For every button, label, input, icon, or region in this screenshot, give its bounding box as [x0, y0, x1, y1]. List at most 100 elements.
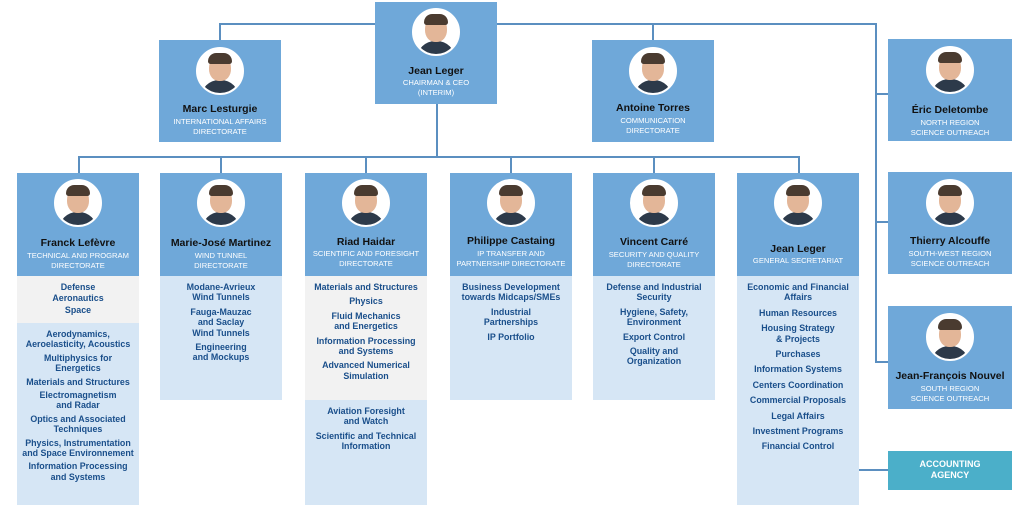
person-name: Marc Lesturgie — [182, 103, 258, 115]
connector — [365, 156, 367, 174]
department-item: Business Development towards Midcaps/SME… — [461, 282, 561, 303]
person-role: GENERAL SECRETARIAT — [752, 256, 844, 265]
department-item: Space — [64, 304, 92, 315]
person-name: Franck Lefèvre — [40, 237, 116, 249]
department-item: Materials and Structures — [314, 282, 418, 292]
department-item: Information Processing and Systems — [28, 461, 128, 482]
person-photo-icon — [774, 179, 822, 227]
department-item: Information Systems — [754, 364, 842, 375]
person-name: Éric Deletombe — [911, 104, 989, 116]
department-item: Financial Control — [761, 441, 835, 452]
person-name: Antoine Torres — [616, 102, 690, 114]
department-item: Defense and Industrial Security — [606, 282, 702, 303]
department-item: Legal Affairs — [771, 410, 825, 421]
department-item: Hygiene, Safety, Environment — [620, 306, 688, 328]
person-role: CHAIRMAN & CEO(INTERIM) — [402, 78, 470, 97]
department-item: Economic and Financial Affairs — [747, 282, 849, 303]
connector — [219, 23, 221, 41]
department-item: Defense — [60, 282, 96, 292]
person-photo-icon — [412, 8, 460, 56]
person-photo-icon — [487, 179, 535, 227]
department-item: Quality and Organization — [626, 346, 682, 367]
person-photo-icon — [196, 47, 244, 95]
department-item: Scientific and Technical Information — [315, 430, 417, 452]
person-photo-icon — [926, 313, 974, 361]
department-group: Business Development towards Midcaps/SME… — [450, 276, 572, 400]
connector — [510, 156, 512, 174]
department-item: Aeronautics — [52, 293, 104, 304]
connector — [875, 361, 888, 363]
person-name: Jean-François Nouvel — [895, 370, 1005, 382]
connector — [436, 104, 438, 157]
department-item: Fluid Mechanics and Energetics — [331, 310, 401, 332]
department-item: Advanced Numerical Simulation — [322, 360, 410, 381]
department-item: Fauga-Mauzac and Saclay Wind Tunnels — [190, 306, 252, 338]
connector — [875, 221, 888, 223]
department-item: Physics — [349, 296, 383, 307]
connector — [78, 156, 800, 158]
department-item: Housing Strategy & Projects — [761, 323, 835, 344]
department-item: Materials and Structures — [26, 376, 130, 387]
person-photo-icon — [197, 179, 245, 227]
department-item: Multiphysics for Energetics — [43, 352, 113, 374]
person-photo-icon — [926, 179, 974, 227]
department-item: Industrial Partnerships — [483, 306, 539, 328]
person-name: Riad Haidar — [336, 236, 396, 248]
person-photo-icon — [926, 46, 974, 94]
person-photo-icon — [630, 179, 678, 227]
connector — [875, 93, 888, 95]
department-item: Commercial Proposals — [749, 395, 847, 406]
department-item: Aerodynamics, Aeroelasticity, Acoustics — [25, 329, 131, 350]
connector — [220, 156, 222, 174]
person-name: Thierry Alcouffe — [909, 235, 991, 247]
person-name: Jean Leger — [770, 243, 826, 255]
person-photo-icon — [54, 179, 102, 227]
department-item: Human Resources — [759, 307, 837, 318]
department-item: Modane-Avrieux Wind Tunnels — [186, 282, 256, 303]
person-name: Marie-José Martinez — [170, 237, 272, 249]
connector — [798, 156, 800, 174]
person-photo-icon — [629, 47, 677, 95]
department-item: Purchases — [775, 349, 821, 360]
department-item: Physics, Instrumentation and Space Envir… — [22, 437, 134, 459]
person-name: Vincent Carré — [619, 236, 689, 248]
person-photo-icon — [342, 179, 390, 227]
department-item: Export Control — [622, 331, 686, 342]
department-item: Aviation Foresight and Watch — [327, 406, 405, 427]
department-item: IP Portfolio — [487, 331, 535, 342]
connector — [78, 156, 80, 174]
department-item: Information Processing and Systems — [316, 335, 416, 357]
person-name: Jean Leger — [408, 65, 464, 77]
connector — [220, 23, 876, 25]
department-item: Centers Coordination — [752, 379, 844, 390]
connector — [653, 156, 655, 174]
connector — [875, 23, 877, 363]
department-item: Investment Programs — [752, 426, 844, 437]
connector — [652, 23, 654, 41]
